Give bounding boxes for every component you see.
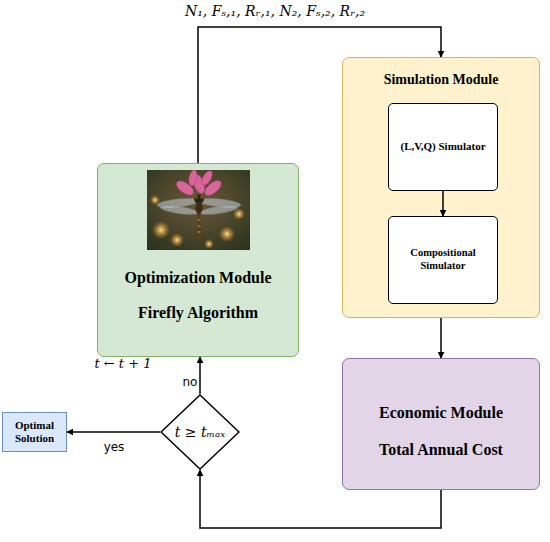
economic-box: Economic ModuleTotal Annual Cost [342,358,540,490]
node-title: Optimal Solution [5,419,64,445]
node-title: (L,V,Q) Simulator [400,140,485,153]
firefly-photo [147,170,250,250]
node-subtitle: Total Annual Cost [379,440,503,459]
flow-arrow [199,357,201,394]
update-note: t ← t + 1 [78,356,168,371]
edge-label: N₁, Fₛ,₁, Rᵣ,₁, N₂, Fₛ,₂, Rᵣ,₂ [0,3,550,19]
flow-arrow [67,431,160,433]
result-box: Optimal Solution [2,412,67,452]
decision-diamond: t ≥ tₘₐₓ [160,394,240,470]
simulator-box: (L,V,Q) Simulator [388,103,498,191]
simulator-box: Compositional Simulator [388,216,498,304]
edge-label: no [178,375,202,389]
node-subtitle: Firefly Algorithm [138,303,258,322]
node-title: Economic Module [379,403,503,422]
node-title: Compositional Simulator [393,247,493,272]
flow-arrow [440,318,442,358]
node-title: Optimization Module [124,268,271,287]
edge-label: yes [100,440,128,454]
node-title: Simulation Module [384,72,499,89]
module-box: Simulation Module (L,V,Q) SimulatorCompos… [342,57,540,318]
diamond-shape [161,395,239,469]
node-title: t ≥ tₘₐₓ [175,424,226,441]
